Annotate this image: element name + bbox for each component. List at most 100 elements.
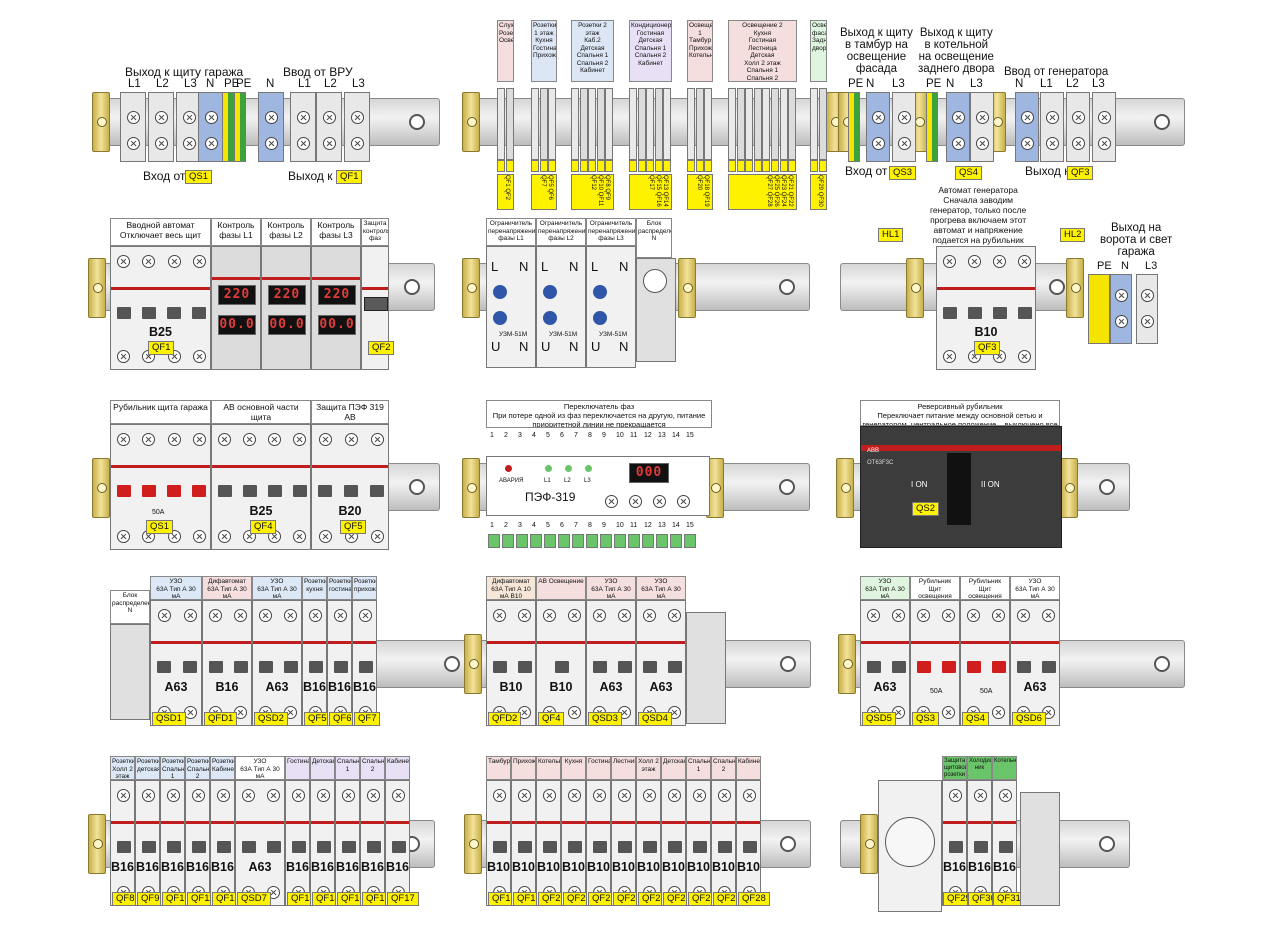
screw-icon [976,111,989,124]
rating-label: B16 [993,860,1016,875]
screw-icon [898,137,911,150]
screw-icon [943,255,956,268]
terminal-num: 5 [546,522,550,529]
column-header: Холодиль ник [967,756,992,780]
rating-label: B25 [149,325,172,340]
screw-icon [1018,255,1031,268]
terminal-num: 2 [504,522,508,529]
device-name: ПЭФ-319 [525,490,576,504]
terminal [646,88,655,160]
terminal-L: L [541,259,549,274]
terminal-num: 8 [588,522,592,529]
bus-label: N [866,78,875,90]
screw-icon [297,111,310,124]
rating-label: B16 [353,680,376,695]
screw-icon [297,137,310,150]
rail-hole-icon [1099,836,1115,852]
screw-icon [629,495,642,508]
toggle-lever [116,306,131,319]
column-header: Рубильник Щит освещения заднего двора [960,576,1010,600]
screw-icon [192,530,206,543]
label-tag: HL2 [1060,228,1086,242]
end-stop [462,458,480,518]
rating-label: B10 [974,325,998,340]
end-stop [836,458,854,518]
knob-icon [543,285,557,299]
toggle-lever [998,841,1013,854]
screw-icon [943,350,956,363]
terminal-num: 9 [602,432,606,439]
feed-terminal [788,160,797,172]
red-band [353,641,376,645]
screw-icon [942,706,955,719]
screw-icon [518,609,531,622]
caption-backyard: Выход к щиту в котельной на освещение за… [918,27,995,75]
terminal [1136,274,1158,344]
feed-terminal [588,160,597,172]
red-band [262,277,310,280]
screw-icon [183,111,196,124]
screw-icon [351,111,364,124]
screw-icon [117,350,131,363]
current-display: 00.0 [268,315,306,335]
screw-icon [1141,289,1154,302]
feed-terminal [531,160,539,172]
label-tag: HL1 [878,228,904,242]
terminal [548,88,557,160]
group-header: Освещение 2 Кухня Гостиная Лестница Детс… [728,20,797,82]
toggle-lever [333,661,348,674]
screw-terminal [614,534,626,548]
group-tags: QF5 QF6 QF7 [531,174,557,210]
column-header: Рубильник щита гаража [110,400,211,424]
screw-icon [952,111,965,124]
terminal-num: 13 [658,522,666,529]
amp-label: 50A [152,509,165,516]
terminal [788,88,797,160]
column-header: АВ основной части щита [211,400,311,424]
terminal [687,88,695,160]
toggle-lever [941,661,956,674]
bus-label: PE [236,78,252,90]
screw-terminal [502,534,514,548]
terminal [1110,274,1132,344]
red-band [968,821,991,825]
rail-hole-icon [409,114,425,130]
screw-icon [318,433,332,446]
end-stop [88,258,106,318]
terminal [926,92,938,162]
screw-icon [618,609,631,622]
screw-icon [1115,289,1128,302]
terminal-num: 12 [644,432,652,439]
terminal [810,88,818,160]
toggle-lever [967,306,982,319]
rating-label: B16 [215,680,239,695]
terminal-N: N [569,339,579,354]
bus-label: L1 [298,78,311,90]
breaker-module: A63 [252,600,302,726]
alarm-led [505,465,512,472]
toggle-lever [617,661,632,674]
screw-icon [309,609,322,622]
screw-terminal [684,534,696,548]
bus-label: L3 [352,78,365,90]
terminal-num: 15 [686,522,694,529]
screw-icon [157,609,171,622]
toggle-lever [992,306,1007,319]
rail-hole-icon [779,279,795,295]
rating-label: B16 [303,680,326,695]
toggle-lever [167,306,182,319]
bus-label: L3 [1145,260,1158,272]
voltage-display: 220 [318,285,356,305]
toggle-lever [866,661,881,674]
screw-icon [1115,315,1128,328]
terminal [497,88,505,160]
screw-terminal [544,534,556,548]
column-header: УЗО 63А Тип А 30 мА Освещение 1 [586,576,636,600]
toggle-lever [258,661,273,674]
feed-terminal [579,160,588,172]
